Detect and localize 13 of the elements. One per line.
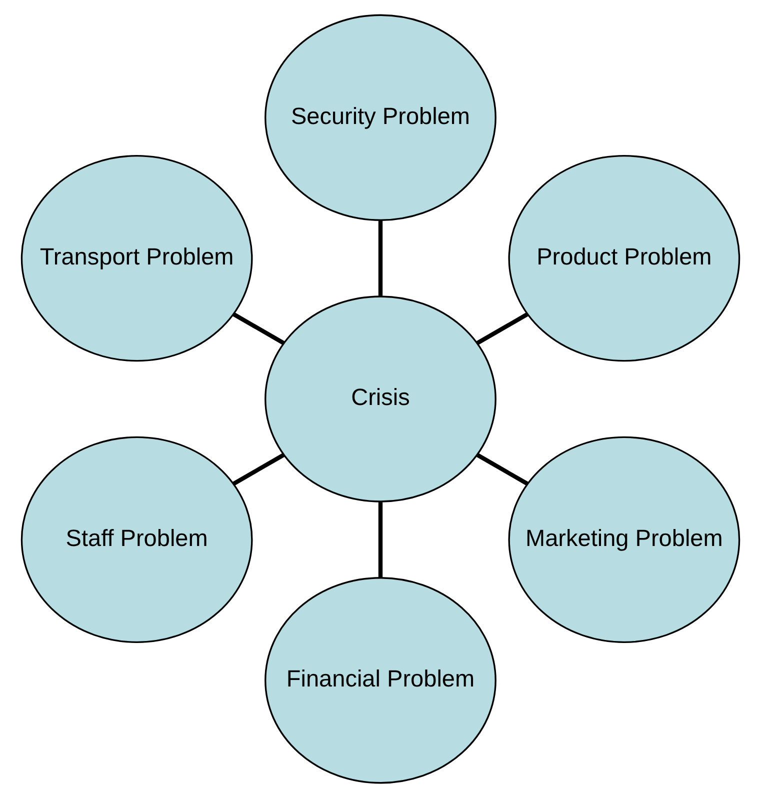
connector [476,453,529,486]
connector [232,453,285,486]
connector [232,312,285,345]
node-ellipse: Staff Problem [20,436,253,644]
node-ellipse: Crisis [264,296,496,502]
connector [378,502,383,578]
node-ellipse: Security Problem [264,14,496,221]
connector [476,312,529,345]
node-ellipse: Transport Problem [20,154,253,362]
node-ellipse: Financial Problem [264,577,496,784]
node-ellipse: Marketing Problem [508,436,740,644]
connector [378,220,383,296]
node-ellipse: Product Problem [508,154,740,362]
